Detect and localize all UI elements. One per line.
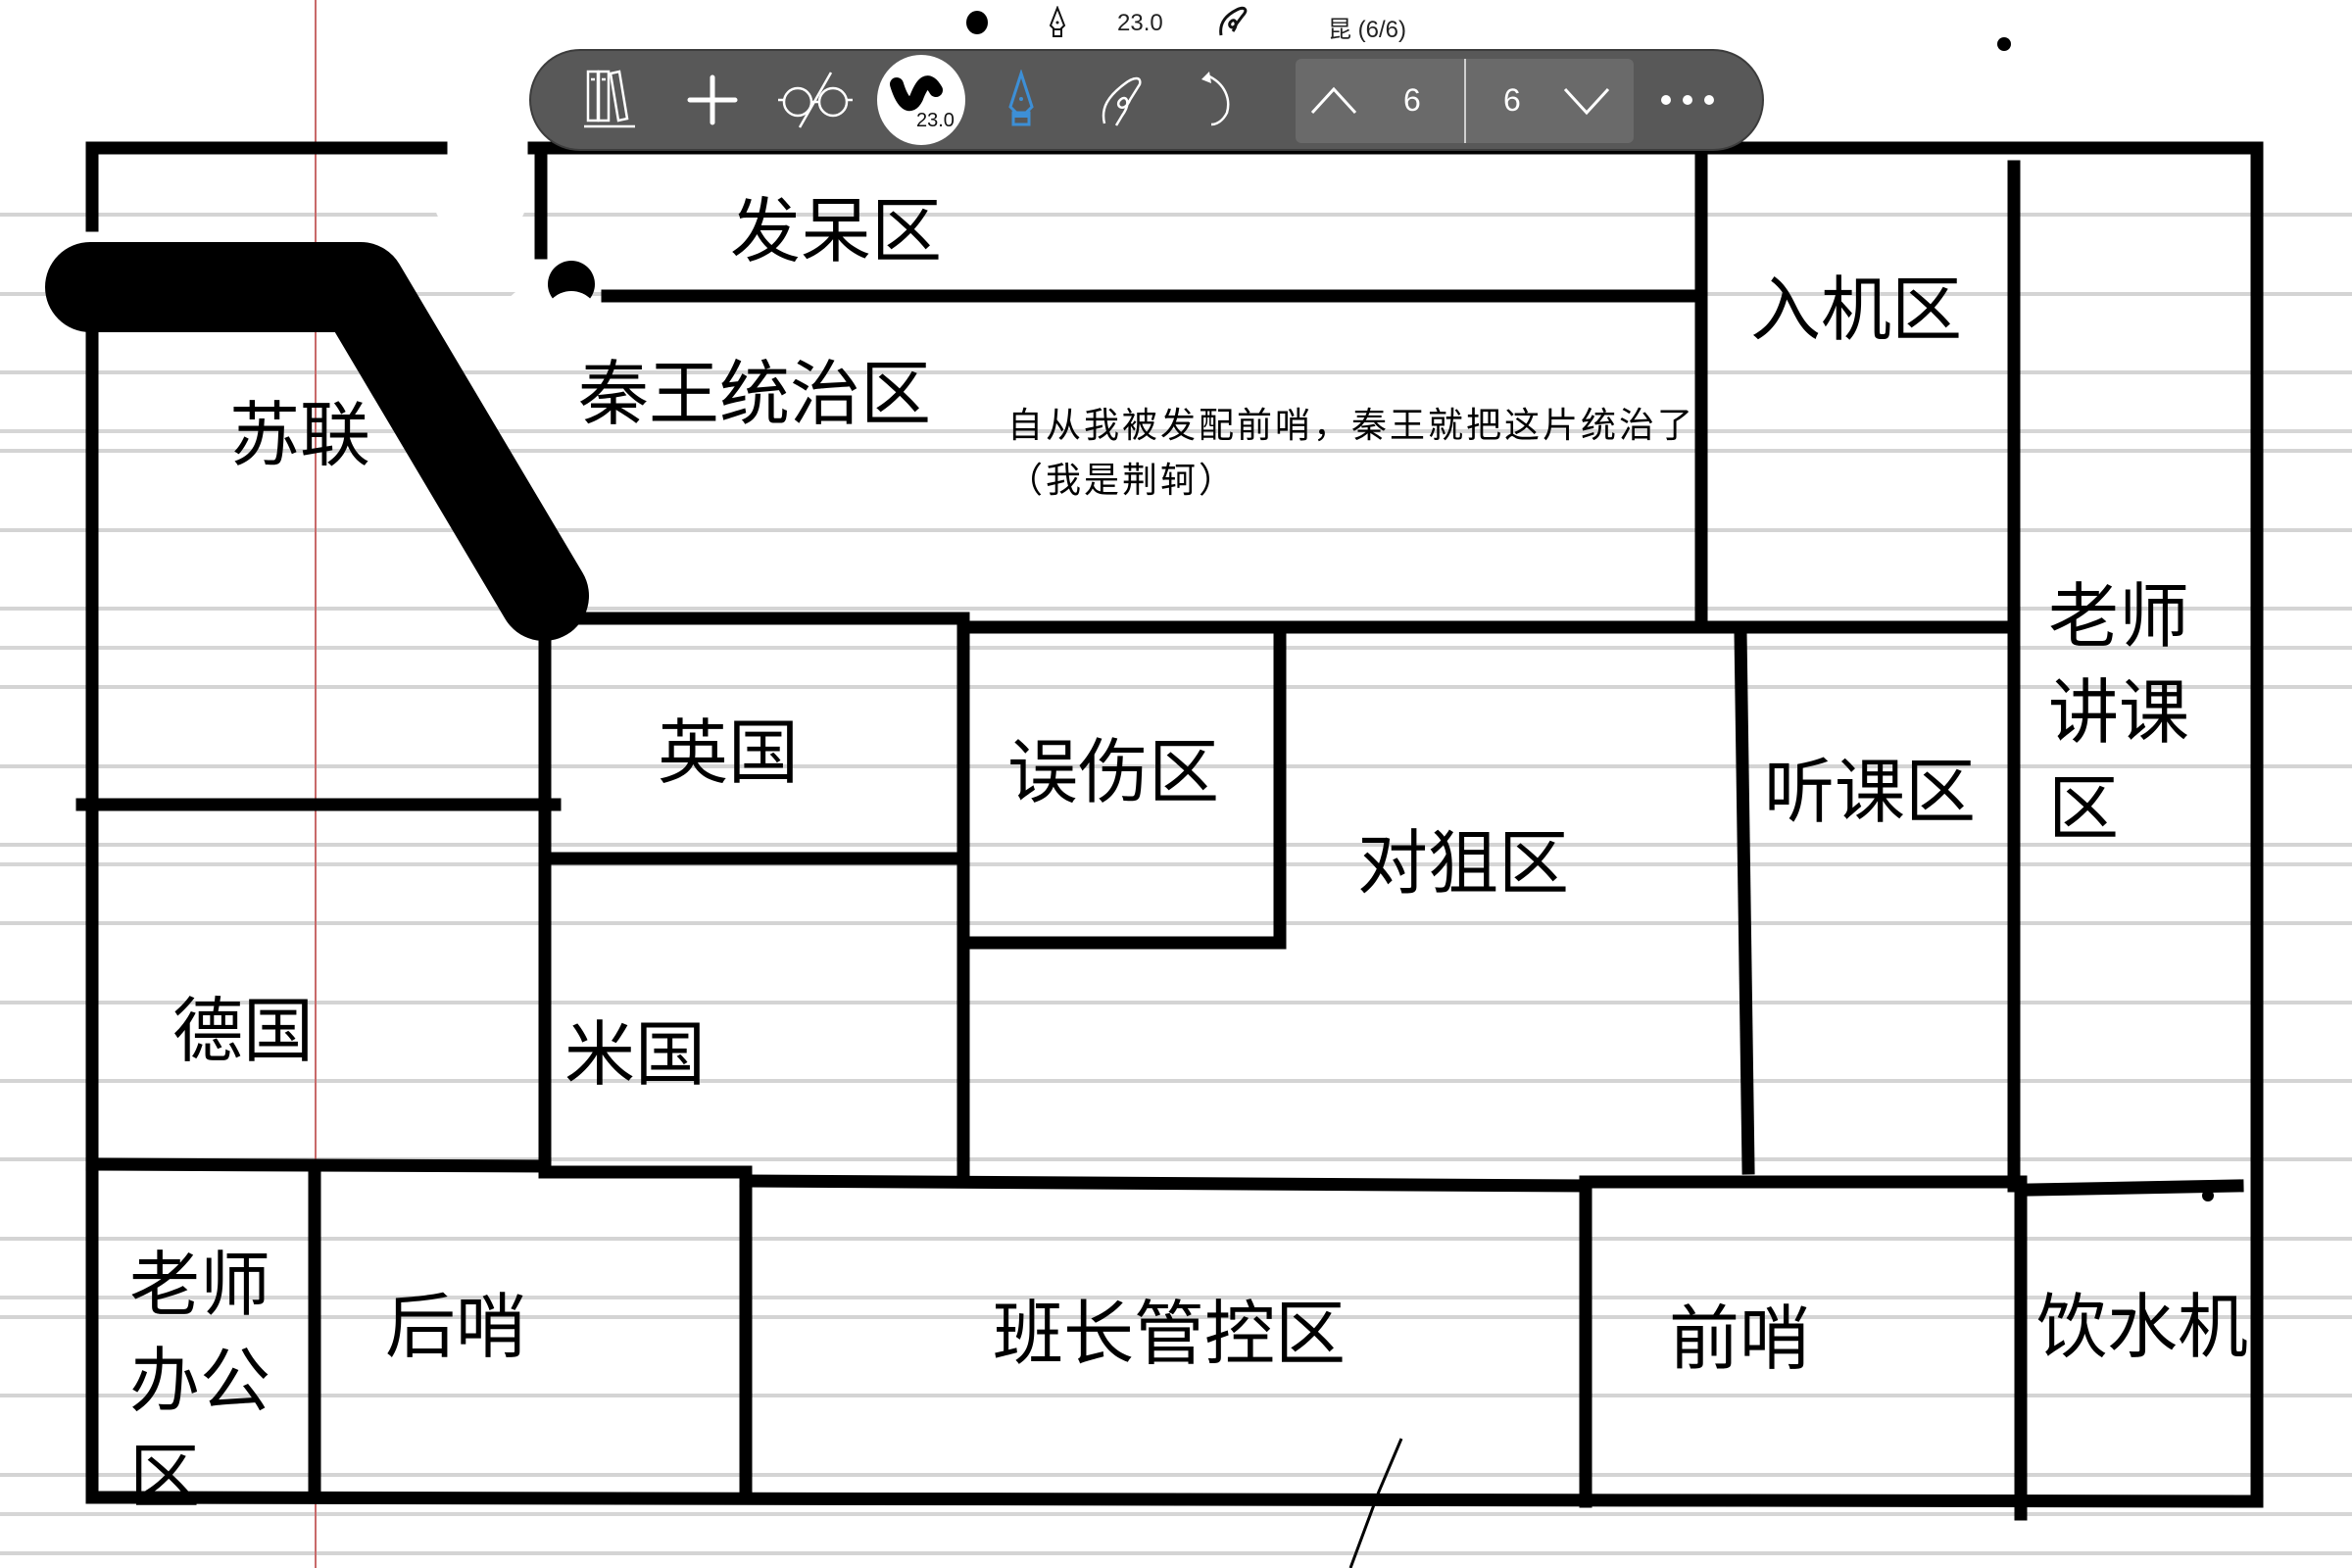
page-info: 昆 (6/6) bbox=[1328, 17, 1407, 43]
zone-label-friendly-fire: 误伤区 bbox=[1007, 731, 1220, 813]
read-mode-button[interactable] bbox=[766, 51, 864, 149]
note-text-line-1: 自从我被发配前哨，秦王就把这片统治了 bbox=[1007, 406, 1696, 446]
zone-label-machine: 入机区 bbox=[1750, 269, 1963, 351]
more-button[interactable] bbox=[1648, 51, 1727, 149]
zone-label-qin-rule: 秦王统治区 bbox=[578, 353, 932, 435]
page-total: 6 bbox=[1503, 82, 1521, 118]
chevron-down-icon bbox=[1563, 87, 1610, 116]
zone-label-usa: 米国 bbox=[564, 1013, 707, 1096]
zone-label-rear-post: 后哨 bbox=[385, 1286, 527, 1368]
margin-line bbox=[315, 0, 317, 1568]
undo-button[interactable] bbox=[1183, 51, 1251, 149]
brush-stroke-icon bbox=[890, 75, 943, 112]
zone-label-uk: 英国 bbox=[658, 711, 800, 794]
zone-label-listening: 听课区 bbox=[1764, 751, 1977, 833]
pen-tool-button[interactable] bbox=[982, 51, 1060, 149]
fountain-pen-icon bbox=[1008, 70, 1034, 126]
pager-divider bbox=[1464, 59, 1466, 143]
page-down-button[interactable] bbox=[1552, 52, 1621, 150]
hand-tool-button[interactable] bbox=[1085, 51, 1163, 149]
zone-label-monitor-control: 班长管控区 bbox=[993, 1293, 1347, 1375]
zone-label-front-post: 前哨 bbox=[1669, 1298, 1811, 1380]
more-dots-icon bbox=[1661, 95, 1714, 105]
note-text-line-2: （我是荆轲） bbox=[1007, 461, 1238, 501]
brush-size-value: 23.0 bbox=[916, 110, 955, 131]
zone-label-sniper: 对狙区 bbox=[1357, 822, 1570, 905]
zone-label-teacher-office: 老师 办公 区 bbox=[129, 1244, 271, 1518]
plus-icon bbox=[687, 74, 738, 125]
floating-toolbar: 23.0 6 6 bbox=[529, 49, 1764, 151]
hand-gesture-icon bbox=[1215, 4, 1254, 46]
page-up-button[interactable] bbox=[1299, 52, 1368, 150]
library-button[interactable] bbox=[570, 51, 649, 149]
fountain-pen-icon bbox=[1047, 5, 1068, 46]
add-page-button[interactable] bbox=[673, 51, 752, 149]
page-navigator: 6 6 bbox=[1296, 59, 1634, 143]
page-current: 6 bbox=[1403, 82, 1421, 118]
color-dot-icon bbox=[965, 10, 989, 42]
status-strip: 23.0 昆 (6/6) bbox=[0, 0, 2352, 47]
zone-label-water-dispenser: 饮水机 bbox=[2036, 1286, 2249, 1368]
glasses-icon bbox=[778, 72, 853, 128]
brush-preview-button[interactable] bbox=[877, 55, 965, 145]
zone-label-germany: 德国 bbox=[172, 990, 315, 1072]
hand-gesture-icon bbox=[1102, 76, 1142, 126]
zone-label-daze: 发呆区 bbox=[730, 190, 943, 272]
books-icon bbox=[584, 70, 635, 128]
zone-label-soviet: 苏联 bbox=[229, 394, 371, 476]
chevron-up-icon bbox=[1310, 86, 1357, 115]
pen-size-value: 23.0 bbox=[1117, 10, 1163, 36]
zone-label-teacher-lecture: 老师 讲课 区 bbox=[2048, 575, 2190, 850]
undo-icon bbox=[1201, 72, 1230, 126]
